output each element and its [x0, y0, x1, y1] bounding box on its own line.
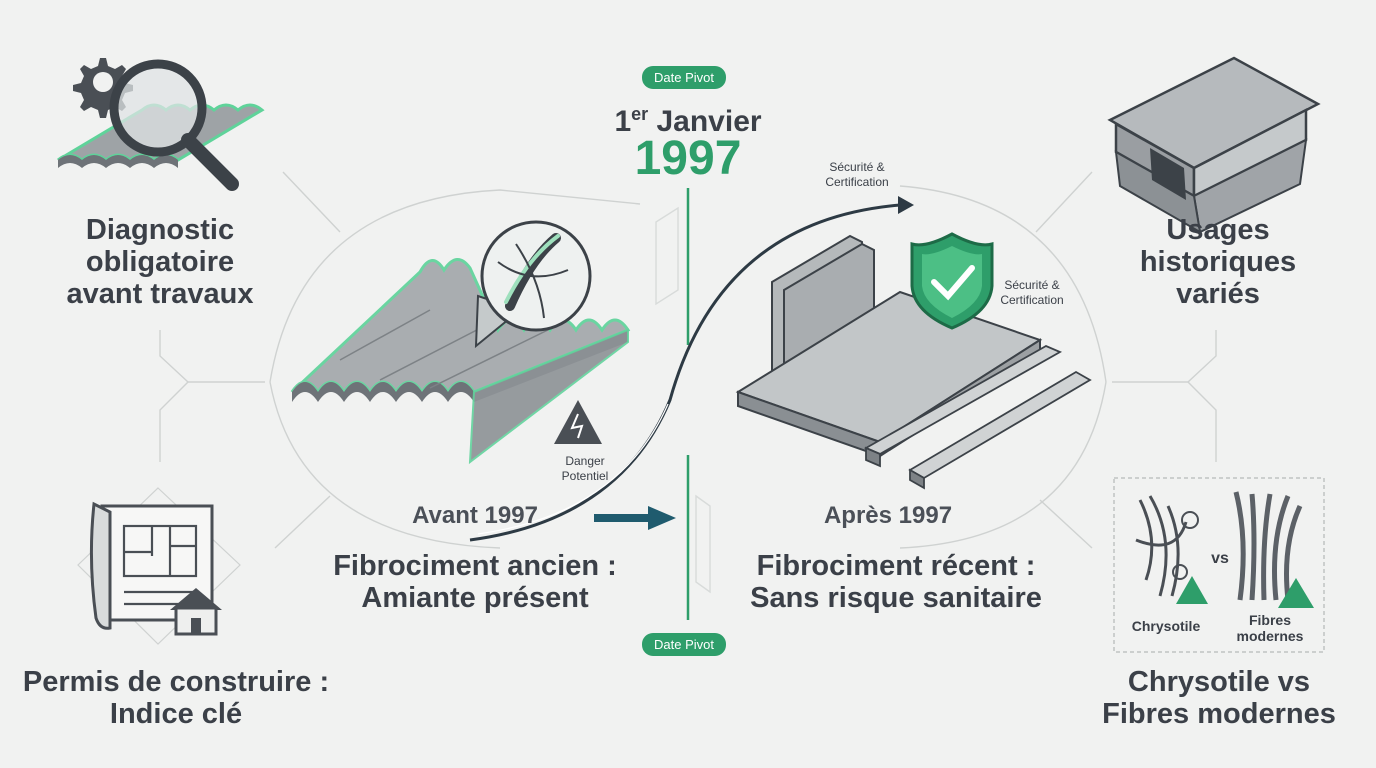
curve-highlight [477, 403, 669, 535]
pivot-day-suffix: er [631, 104, 649, 124]
fiber-old-label: Chrysotile [1131, 618, 1201, 634]
pivot-month: Janvier [656, 105, 762, 138]
warning-icon [554, 400, 602, 444]
old-fibrocement-illustration [290, 220, 631, 465]
danger-label: Danger Potentiel [561, 454, 609, 483]
teal-arrow [594, 506, 676, 530]
fiber-vs-label: vs [1211, 550, 1229, 567]
plan-document-icon [122, 524, 198, 606]
transition-curve-arrow [469, 203, 901, 542]
fibers-comparison-icon [1113, 477, 1325, 653]
connector-lines [159, 171, 1217, 594]
pivot-year: 1997 [634, 132, 742, 185]
comparison-label: Chrysotile vs Fibres modernes [1102, 666, 1336, 730]
fiber-new-label: Fibres modernes [1236, 612, 1304, 644]
barn-icon [1107, 56, 1321, 234]
new-fibrocement-illustration [735, 232, 1092, 490]
apres-1997-label: Après 1997 [823, 502, 953, 529]
avant-1997-label: Avant 1997 [412, 502, 538, 529]
diagnostic-label: Diagnostic obligatoire avant travaux [66, 214, 254, 310]
safety-arrow-label: Sécurité & Certification [825, 160, 889, 189]
magnifier-icon [109, 59, 207, 157]
safety-shield-label: Sécurité & Certification [1000, 278, 1064, 307]
diagnostic-illustration [57, 58, 265, 191]
pivot-date-day: 1er Janvier [596, 96, 780, 140]
new-fibrocement-title: Fibrociment récent : Sans risque sanitai… [750, 550, 1042, 614]
permis-label: Permis de construire : Indice clé [22, 666, 330, 730]
usages-label: Usages historiques variés [1139, 214, 1297, 310]
old-fibrocement-title: Fibrociment ancien : Amiante présent [333, 550, 617, 614]
date-pivot-badge-bottom: Date Pivot [642, 633, 726, 656]
pivot-day-number: 1 [614, 105, 632, 138]
house-icon [170, 588, 222, 636]
permis-illustration [77, 487, 241, 645]
date-pivot-badge-top: Date Pivot [642, 66, 726, 89]
curve-arrowhead [898, 196, 914, 214]
